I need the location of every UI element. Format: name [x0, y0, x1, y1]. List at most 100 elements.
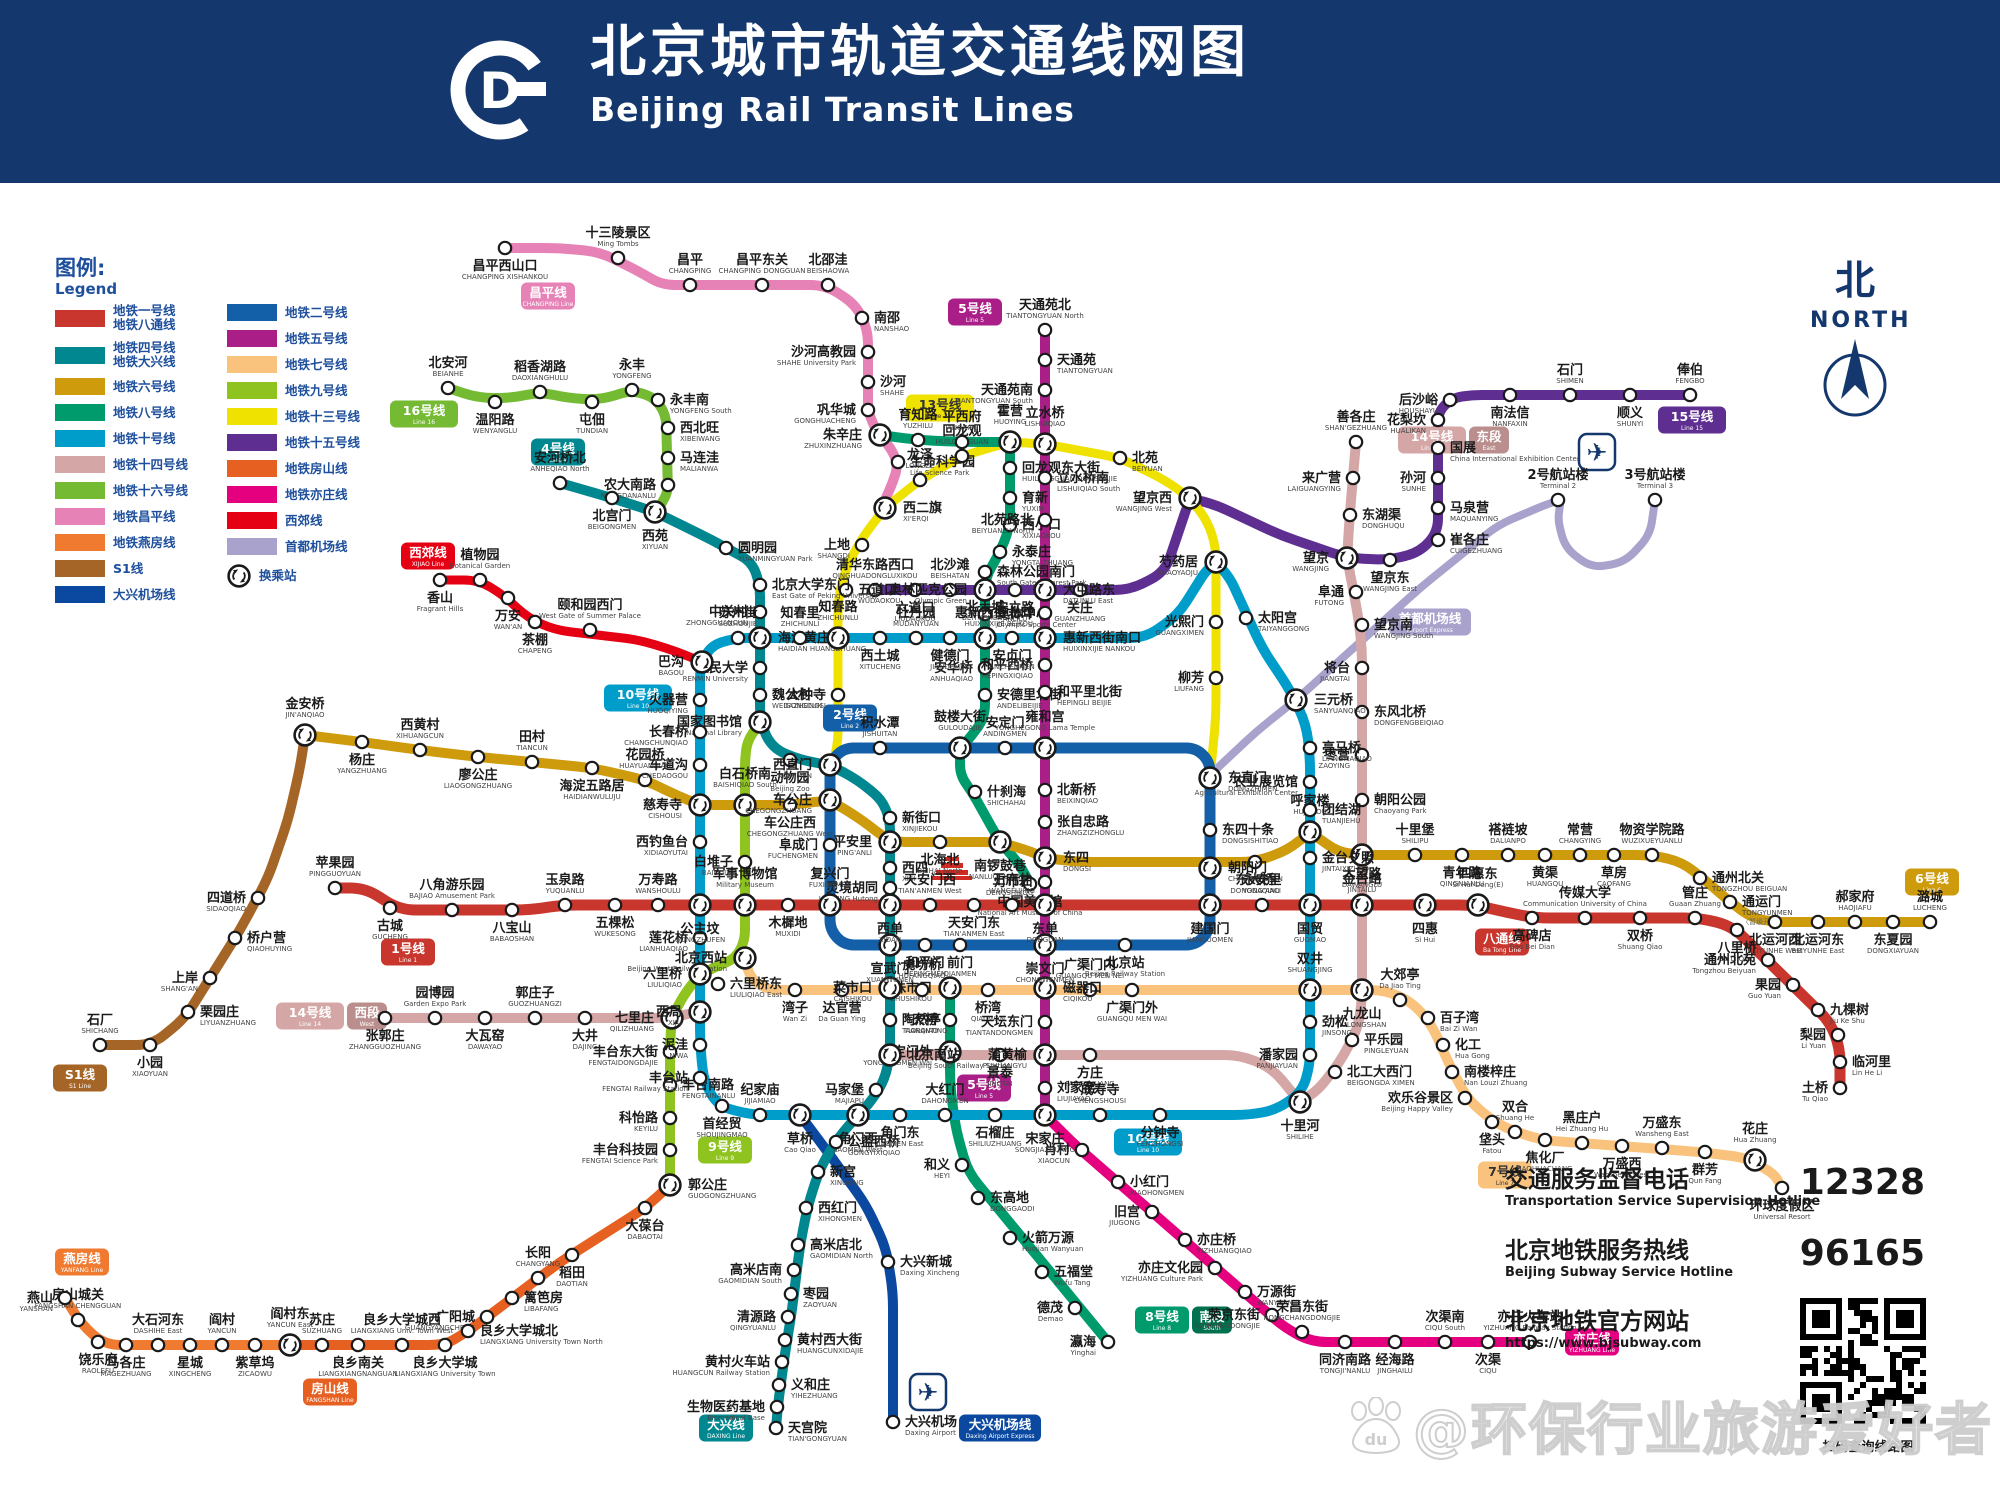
hotline-number: 12328: [1799, 1162, 1925, 1203]
svg-text:平西府: 平西府: [942, 409, 981, 425]
svg-text:白堆子: 白堆子: [694, 854, 733, 870]
svg-text:Cao Qiao: Cao Qiao: [784, 1146, 816, 1154]
station: [954, 434, 970, 450]
station: [828, 1134, 844, 1150]
svg-text:PING'ANLI: PING'ANLI: [837, 849, 872, 857]
svg-text:六里桥东: 六里桥东: [730, 976, 782, 992]
station: [1413, 893, 1437, 917]
svg-text:环球度假区: 环球度假区: [1749, 1198, 1814, 1214]
svg-text:石厂: 石厂: [86, 1013, 113, 1028]
svg-text:DONGDAQIAO: DONGDAQIAO: [1230, 887, 1280, 895]
svg-text:YONGHEGONG Lama Temple: YONGHEGONG Lama Temple: [994, 724, 1095, 732]
station: [1302, 774, 1318, 790]
svg-text:XIBEIWANG: XIBEIWANG: [680, 435, 720, 443]
station: [1177, 1232, 1193, 1248]
station: [1254, 897, 1270, 913]
transfer-station-icon: [227, 564, 251, 588]
svg-text:大屯路东: 大屯路东: [1063, 582, 1115, 598]
station: [504, 902, 520, 918]
svg-text:奥林匹克公园: 奥林匹克公园: [889, 582, 967, 598]
svg-text:Guo Yuan: Guo Yuan: [1748, 992, 1781, 1000]
legend-swatch: [55, 456, 105, 473]
station: [90, 1334, 106, 1350]
svg-text:大井: 大井: [572, 1028, 598, 1044]
svg-text:刘家窑: 刘家窑: [1057, 1080, 1096, 1096]
station: [752, 604, 768, 620]
station: [1067, 1300, 1083, 1316]
svg-text:YIZHUANGQIAO: YIZHUANGQIAO: [1196, 1247, 1252, 1255]
legend-swatch: [227, 460, 277, 477]
svg-text:大瓦窑: 大瓦窑: [465, 1028, 504, 1044]
svg-text:FENGTAI Science Park: FENGTAI Science Park: [582, 1157, 659, 1165]
svg-text:SHOUJINGMAO: SHOUJINGMAO: [696, 1131, 748, 1139]
station: [1002, 517, 1018, 533]
svg-text:CHANGPING DONGGUAN: CHANGPING DONGGUAN: [719, 267, 806, 275]
station: [1124, 982, 1140, 998]
svg-text:温阳路: 温阳路: [475, 412, 515, 428]
svg-text:崔各庄: 崔各庄: [1450, 532, 1489, 548]
station: [1092, 1107, 1108, 1123]
station: [912, 472, 928, 488]
svg-text:八里桥: 八里桥: [1716, 940, 1757, 956]
station: [1387, 1334, 1403, 1350]
svg-text:丰台科技园: 丰台科技园: [593, 1142, 658, 1158]
svg-text:国贸: 国贸: [1297, 921, 1323, 937]
svg-text:东四: 东四: [1063, 850, 1089, 866]
svg-text:NANSHAO: NANSHAO: [874, 325, 910, 333]
svg-text:West: West: [360, 1021, 375, 1028]
station: [973, 578, 997, 602]
legend-label: 地铁八号线: [113, 404, 176, 420]
svg-text:WANGJING East: WANGJING East: [1363, 585, 1417, 593]
svg-text:SUNHE: SUNHE: [1402, 485, 1427, 493]
svg-text:鼓楼大街: 鼓楼大街: [934, 709, 986, 725]
station: [1454, 847, 1470, 863]
station: [1144, 1204, 1160, 1220]
svg-text:DATUNLU East: DATUNLU East: [1063, 597, 1113, 605]
station: [427, 1010, 443, 1026]
svg-text:XI'ERQI: XI'ERQI: [903, 515, 929, 523]
legend-swatch: [55, 508, 105, 525]
svg-text:马家堡: 马家堡: [825, 1082, 864, 1098]
station: [1832, 1054, 1848, 1070]
svg-text:DONGGAODI: DONGGAODI: [990, 1205, 1035, 1213]
station: [1522, 1334, 1538, 1350]
legend-swatch: [227, 304, 277, 321]
station: [846, 1103, 870, 1127]
station: [1767, 914, 1783, 930]
svg-text:SUZHOUJIE: SUZHOUJIE: [719, 620, 758, 628]
station: [834, 982, 850, 998]
svg-text:高碑店: 高碑店: [1512, 928, 1551, 944]
legend-label: 地铁十六号线: [113, 482, 189, 498]
legend-item: 地铁十三号线: [227, 408, 385, 425]
svg-text:欢乐谷景区: 欢乐谷景区: [1387, 1090, 1453, 1106]
legend-item: 地铁房山线: [227, 460, 385, 477]
svg-text:化工: 化工: [1455, 1037, 1481, 1053]
station: [1074, 1142, 1090, 1158]
